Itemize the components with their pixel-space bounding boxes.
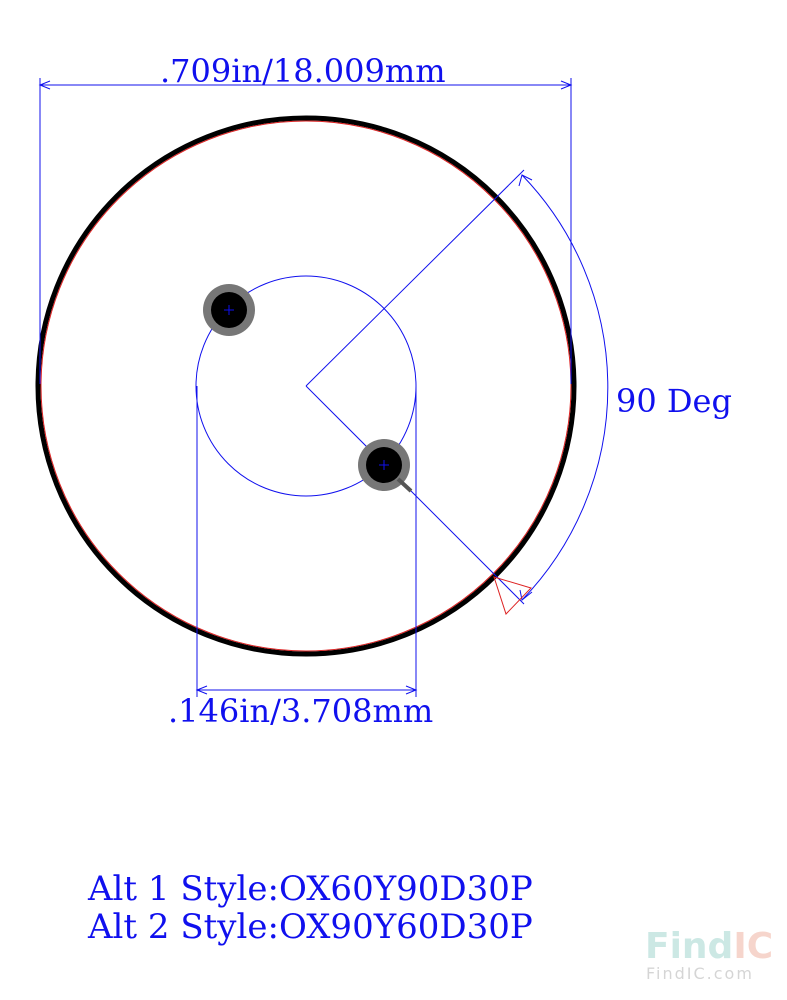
logo-url-text: FindIC.com [646,964,754,983]
pin1-marker-triangle [493,576,532,615]
angle-dimension [305,169,609,605]
pin-lower-right [358,439,413,493]
outer-width-dimension [38,78,573,384]
logo-text-a: Find [645,926,733,967]
inner-dimension-label: .146in/3.708mm [168,692,433,730]
body-inner-outline-circle [40,120,572,652]
body-outline-circle [35,115,577,657]
logo-text-b: IC [733,926,773,967]
outer-dimension-label: .709in/18.009mm [160,52,446,90]
alt-style-2: Alt 2 Style:OX90Y60D30P [87,907,533,947]
findic-logo-watermark: FindIC FindIC.com [645,926,773,983]
pin-upper-left [203,284,255,336]
svg-text:FindIC: FindIC [645,926,773,967]
angle-label: 90 Deg [616,382,732,420]
alt-style-1: Alt 1 Style:OX60Y90D30P [87,869,533,909]
inner-width-dimension [195,386,418,697]
